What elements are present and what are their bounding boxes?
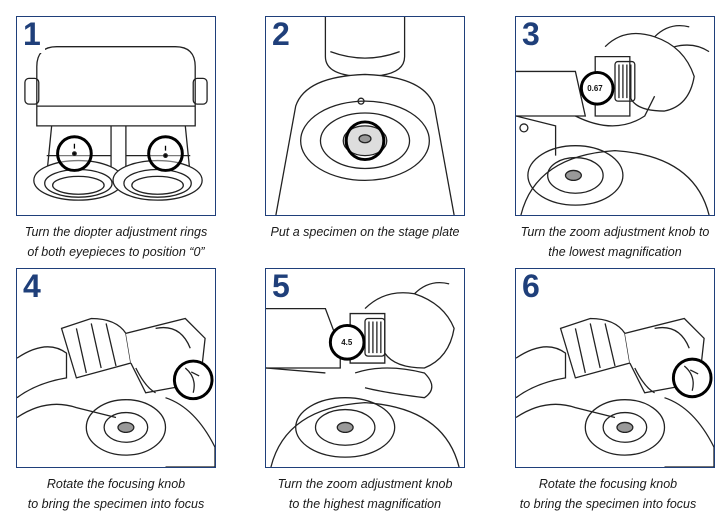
step-3-caption-line-1: Turn the zoom adjustment knob to xyxy=(520,225,710,239)
step-4-panel: 4 xyxy=(16,268,216,468)
step-2-number: 2 xyxy=(270,17,294,53)
step-1-caption-line-2: of both eyepieces to position “0” xyxy=(27,245,205,259)
step-5-caption: Turn the zoom adjustment knob to the hig… xyxy=(250,474,480,514)
step-5-caption-line-2: to the highest magnification xyxy=(288,497,442,511)
step-5-illustration: 4.5 xyxy=(266,281,460,467)
step-6-illustration xyxy=(516,317,714,467)
step-6-caption-line-2: to bring the specimen into focus xyxy=(519,497,697,511)
step-2-caption-line-1: Put a specimen on the stage plate xyxy=(270,225,460,239)
step-1-panel: 1 xyxy=(16,16,216,216)
step-5-knob-label: 4.5 xyxy=(341,338,353,347)
step-4-number: 4 xyxy=(21,269,45,305)
step-4-caption: Rotate the focusing knob to bring the sp… xyxy=(1,474,231,514)
step-4-caption-line-1: Rotate the focusing knob xyxy=(46,477,186,491)
step-5-caption-line-1: Turn the zoom adjustment knob xyxy=(277,477,453,491)
step-3-illustration: 0.67 xyxy=(516,25,710,215)
step-2-caption: Put a specimen on the stage plate xyxy=(250,222,480,242)
step-2-illustration xyxy=(275,17,455,215)
step-3-number: 3 xyxy=(520,17,544,53)
step-6-panel: 6 xyxy=(515,268,715,468)
step-6-number: 6 xyxy=(520,269,544,305)
step-3-knob-label: 0.67 xyxy=(587,84,603,93)
step-3-caption-line-2: the lowest magnification xyxy=(548,245,682,259)
step-1-number: 1 xyxy=(21,17,45,53)
step-4-illustration xyxy=(17,317,215,467)
step-1-illustration xyxy=(24,46,208,201)
step-4-caption-line-2: to bring the specimen into focus xyxy=(27,497,205,511)
step-6-caption-line-1: Rotate the focusing knob xyxy=(538,477,678,491)
step-6-caption: Rotate the focusing knob to bring the sp… xyxy=(493,474,723,514)
step-1-caption: Turn the diopter adjustment rings of bot… xyxy=(1,222,231,262)
step-3-panel: 3 0.67 xyxy=(515,16,715,216)
step-5-number: 5 xyxy=(270,269,294,305)
step-2-panel: 2 xyxy=(265,16,465,216)
step-3-caption: Turn the zoom adjustment knob to the low… xyxy=(500,222,723,262)
step-5-panel: 5 4.5 xyxy=(265,268,465,468)
step-1-caption-line-1: Turn the diopter adjustment rings xyxy=(24,225,208,239)
